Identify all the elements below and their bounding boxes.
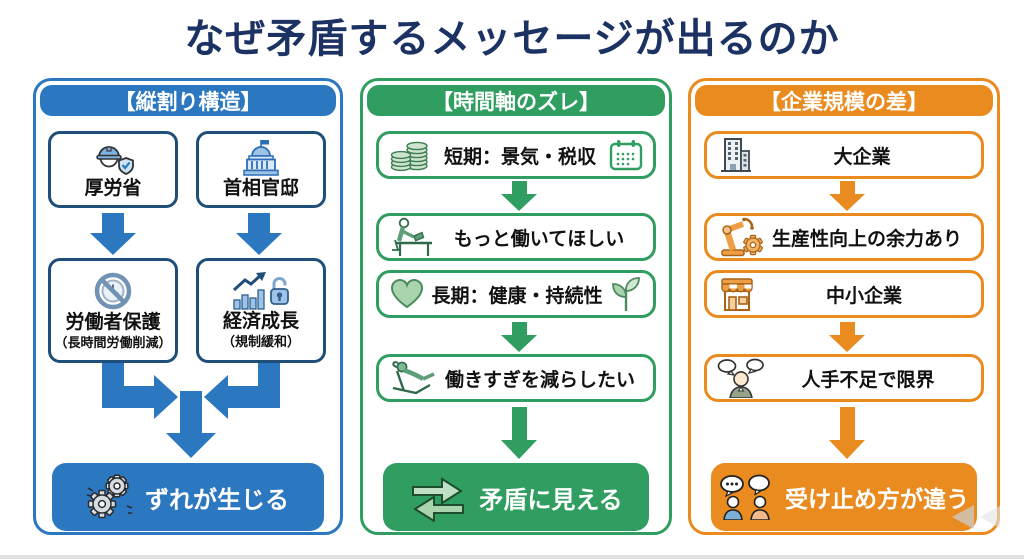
person-speech-bubbles-icon xyxy=(717,358,764,398)
step-long-term: 長期：健康・持続性 xyxy=(376,270,656,318)
panel-header-company-size: 【企業規模の差】 xyxy=(695,85,993,116)
bottom-edge-strip xyxy=(0,555,1024,559)
calendar-icon xyxy=(609,140,643,171)
heart-icon xyxy=(390,278,424,309)
step-label: 長期：健康・持続性 xyxy=(431,285,603,307)
step-labor-shortage: 人手不足で限界 xyxy=(704,354,984,402)
working-at-desk-icon xyxy=(392,217,432,256)
result-box-gap-arises: ずれが生じる xyxy=(52,463,324,531)
watermark-chevrons xyxy=(952,505,1012,531)
step-short-term: 短期：景気・税収 xyxy=(376,131,656,179)
down-arrow xyxy=(236,213,282,255)
two-people-dialog-icon xyxy=(720,474,770,520)
chevron-left-icon xyxy=(980,506,1000,528)
page-title: なぜ矛盾するメッセージが出るのか xyxy=(184,17,840,61)
worker-shield-icon xyxy=(96,146,134,176)
box-label: 厚労省 xyxy=(84,178,142,200)
sprout-icon xyxy=(612,277,640,311)
result-label: ずれが生じる xyxy=(145,486,289,514)
step-label: 生産性向上の余力あり xyxy=(771,228,962,250)
box-sublabel: （規制緩和） xyxy=(221,333,300,349)
panel-header-time-axis-gap: 【時間軸のズレ】 xyxy=(367,85,665,116)
robot-arm-icon xyxy=(721,217,763,257)
step-want-more-work: もっと働いてほしい xyxy=(376,213,656,261)
office-building-icon xyxy=(721,138,751,172)
step-label: 大企業 xyxy=(833,146,891,168)
step-label: 中小企業 xyxy=(825,285,902,307)
step-large-companies: 大企業 xyxy=(704,131,984,179)
no-overtime-icon xyxy=(94,272,132,310)
relaxing-person-icon xyxy=(392,361,435,395)
down-arrow xyxy=(829,322,865,352)
panel-header-vertical-structure: 【縦割り構造】 xyxy=(40,85,336,116)
result-label: 受け止め方が違う xyxy=(785,486,969,512)
down-arrow-long xyxy=(501,407,537,459)
panel-vertical-structure: 【縦割り構造】 厚労省 首相官邸 xyxy=(33,78,343,535)
merge-arrows xyxy=(102,363,280,458)
step-label: もっと働いてほしい xyxy=(453,228,625,250)
down-arrow xyxy=(829,181,865,211)
panel-company-size-difference: 【企業規模の差】 大企業 xyxy=(688,78,1000,535)
box-sublabel: （長時間労働削減） xyxy=(54,334,172,350)
box-worker-protection: 労働者保護 （長時間労働削減） xyxy=(48,258,178,363)
box-label: 労働者保護 xyxy=(65,311,161,333)
step-small-medium-companies: 中小企業 xyxy=(704,270,984,318)
opposing-arrows-icon xyxy=(412,477,465,522)
down-arrow xyxy=(90,213,136,255)
step-productivity-margin: 生産性向上の余力あり xyxy=(704,213,984,261)
gears-icon xyxy=(87,474,133,519)
box-label: 首相官邸 xyxy=(222,178,299,200)
chevron-left-icon xyxy=(952,505,974,529)
growth-unlock-icon xyxy=(232,271,289,310)
result-box-perception-differs: 受け止め方が違う xyxy=(711,463,977,531)
step-reduce-overwork: 働きすぎを減らしたい xyxy=(376,354,656,402)
box-economic-growth: 経済成長 （規制緩和） xyxy=(196,258,326,363)
step-label: 人手不足で限界 xyxy=(801,369,935,391)
panel-time-axis-gap: 【時間軸のズレ】 短期：景気・税収 xyxy=(360,78,672,535)
box-label: 経済成長 xyxy=(222,310,299,332)
result-box-seems-contradictory: 矛盾に見える xyxy=(383,463,649,531)
down-arrow-long xyxy=(829,407,865,459)
box-prime-minister-office: 首相官邸 xyxy=(196,131,326,208)
step-label: 短期：景気・税収 xyxy=(443,146,596,168)
down-arrow xyxy=(501,181,537,211)
coins-icon xyxy=(390,141,428,172)
down-arrow xyxy=(501,322,537,352)
result-label: 矛盾に見える xyxy=(479,486,623,514)
box-mhlw: 厚労省 xyxy=(48,131,178,208)
step-label: 働きすぎを減らしたい xyxy=(444,369,635,391)
government-building-icon xyxy=(243,140,279,176)
storefront-icon xyxy=(721,278,753,311)
